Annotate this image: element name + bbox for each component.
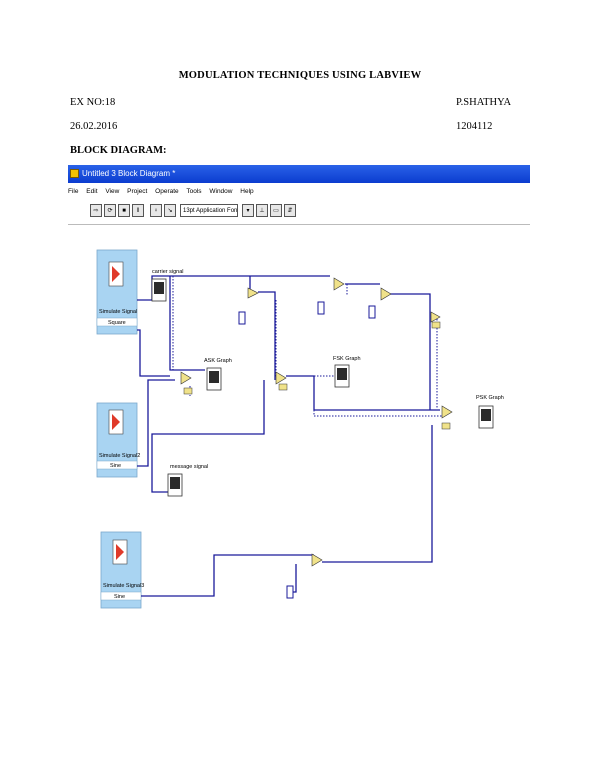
section-heading: BLOCK DIAGRAM: xyxy=(70,145,167,156)
menu-project[interactable]: Project xyxy=(127,188,148,195)
menu-file[interactable]: File xyxy=(68,188,79,195)
simulate-signal2-block[interactable]: Simulate Signal2 Sine xyxy=(96,402,140,478)
simulate-signal3-block[interactable]: Simulate Signal3 Sine xyxy=(100,531,144,609)
toolbar-divider xyxy=(68,224,530,225)
font-selector[interactable]: 13pt Application Font xyxy=(180,204,238,217)
numeric-constant[interactable] xyxy=(238,301,376,599)
menu-operate[interactable]: Operate xyxy=(155,188,179,195)
simulate-signal-label: Simulate Signal xyxy=(99,309,137,315)
pause-icon[interactable]: ‖ xyxy=(132,204,144,217)
fsk-graph-label: FSK Graph xyxy=(333,356,361,362)
simulate-signal3-label: Simulate Signal3 xyxy=(103,583,144,589)
distribute-objects-icon[interactable]: ⊥ xyxy=(256,204,268,217)
window-titlebar[interactable]: Untitled 3 Block Diagram * xyxy=(68,165,530,183)
ask-graph-label: ASK Graph xyxy=(204,358,232,364)
ask-graph[interactable]: ASK Graph xyxy=(204,358,232,391)
menu-help[interactable]: Help xyxy=(240,188,254,195)
psk-graph-label: PSK Graph xyxy=(476,395,504,401)
block-diagram-canvas: Simulate Signal Square Simulate Signal2 … xyxy=(96,249,504,609)
menu-tools[interactable]: Tools xyxy=(186,188,202,195)
document-date: 26.02.2016 xyxy=(70,121,118,132)
document-title: MODULATION TECHNIQUES USING LABVIEW xyxy=(178,70,422,81)
carrier-signal-graph[interactable]: carrier signal xyxy=(151,269,183,302)
resize-objects-icon[interactable]: ▭ xyxy=(270,204,282,217)
menu-window[interactable]: Window xyxy=(209,188,233,195)
simulate-signal3-sublabel: Sine xyxy=(114,594,125,600)
simulate-signal-sublabel: Square xyxy=(108,320,126,326)
menu-bar: File Edit View Project Operate Tools Win… xyxy=(68,186,254,198)
run-continuously-icon[interactable]: ⟳ xyxy=(104,204,116,217)
step-into-icon[interactable]: ↘ xyxy=(164,204,176,217)
window-title: Untitled 3 Block Diagram * xyxy=(82,169,176,178)
simulate-signal2-label: Simulate Signal2 xyxy=(99,453,140,459)
message-signal-graph[interactable]: message signal xyxy=(167,464,208,497)
run-arrow-icon[interactable]: ⇨ xyxy=(90,204,102,217)
highlight-execution-icon[interactable]: ♀ xyxy=(150,204,162,217)
menu-edit[interactable]: Edit xyxy=(86,188,98,195)
psk-graph[interactable]: PSK Graph xyxy=(476,395,504,429)
fsk-graph[interactable]: FSK Graph xyxy=(333,356,361,388)
exercise-number: EX NO:18 xyxy=(70,97,116,108)
toolbar: ⇨ ⟳ ■ ‖ ♀ ↘ 13pt Application Font ▾ ⊥ ▭ … xyxy=(80,202,300,220)
menu-view[interactable]: View xyxy=(105,188,120,195)
roll-number: 1204112 xyxy=(456,121,493,132)
labview-window-icon xyxy=(70,169,79,178)
simulate-signal2-sublabel: Sine xyxy=(110,463,121,469)
abort-icon[interactable]: ■ xyxy=(118,204,130,217)
author-name: P.SHATHYA xyxy=(456,97,512,108)
simulate-signal-block[interactable]: Simulate Signal Square xyxy=(96,249,138,335)
message-signal-label: message signal xyxy=(170,464,208,470)
reorder-icon[interactable]: ⇵ xyxy=(284,204,296,217)
carrier-signal-label: carrier signal xyxy=(152,269,183,275)
align-objects-icon[interactable]: ▾ xyxy=(242,204,254,217)
multiply-node[interactable] xyxy=(180,277,453,567)
